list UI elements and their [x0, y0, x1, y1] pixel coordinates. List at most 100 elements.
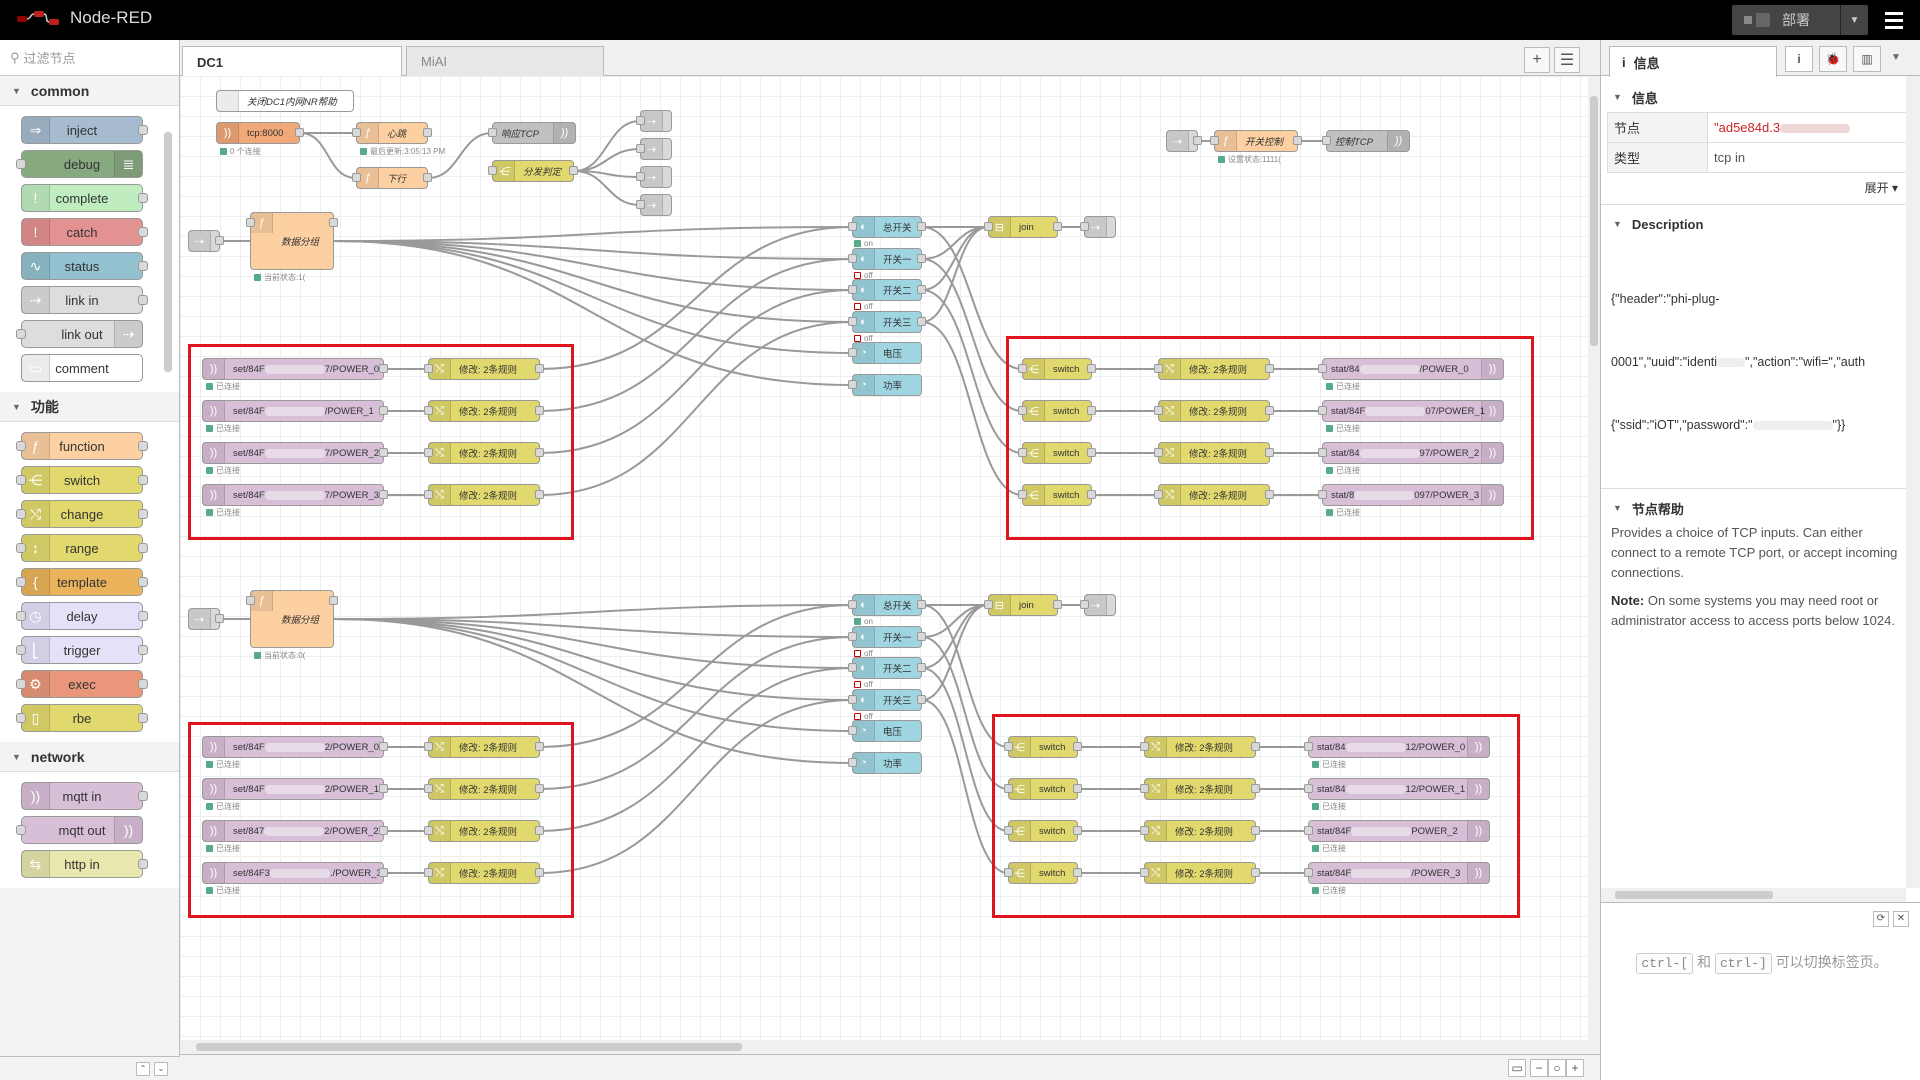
flow-wire[interactable]	[333, 618, 853, 764]
expand-link[interactable]: 展开 ▾	[1864, 181, 1898, 195]
description-section-header[interactable]: ▼Description	[1613, 216, 1704, 232]
mqtt-in-node[interactable]: ))set/84F3./POWER_3	[202, 862, 388, 884]
tab-dc1[interactable]: DC1	[182, 46, 402, 77]
change-node[interactable]: ⤭修改: 2条规则	[1140, 736, 1260, 758]
output-port[interactable]	[215, 236, 224, 245]
list-flows-button[interactable]: ☰	[1554, 47, 1580, 73]
change-node[interactable]: ⤭修改: 2条规则	[424, 820, 544, 842]
input-port[interactable]	[1080, 600, 1089, 609]
palette-node-exec[interactable]: ⚙exec	[16, 670, 148, 698]
input-port[interactable]	[352, 128, 361, 137]
output-port[interactable]	[379, 868, 388, 877]
change-node[interactable]: ⤭修改: 2条规则	[1154, 442, 1274, 464]
input-port[interactable]	[352, 173, 361, 182]
input-port[interactable]	[848, 348, 857, 357]
palette-node-template[interactable]: {template	[16, 568, 148, 596]
link-in-node[interactable]: ⇢	[1166, 130, 1202, 152]
switch-node[interactable]: ⋲switch	[1004, 736, 1082, 758]
switch-node[interactable]: ⋲switch	[1018, 358, 1096, 380]
main-menu-button[interactable]	[1874, 7, 1914, 33]
input-port[interactable]	[424, 364, 433, 373]
output-port[interactable]	[423, 173, 432, 182]
mqtt-out-node[interactable]: ))stat/84F/POWER_3	[1304, 862, 1490, 884]
mqtt-in-node[interactable]: ))set/84F/POWER_1	[202, 400, 388, 422]
output-port[interactable]	[1251, 826, 1260, 835]
output-port[interactable]	[379, 406, 388, 415]
palette-node-mqtt-out[interactable]: ))mqtt out	[16, 816, 143, 844]
close-icon[interactable]: ✕	[1893, 911, 1909, 927]
link-out-node[interactable]: ⇢	[636, 194, 672, 216]
ui-sw_total-node[interactable]: ◐总开关	[848, 216, 926, 238]
palette-node-range[interactable]: ↕range	[16, 534, 148, 562]
zoom-out-button[interactable]: −	[1530, 1059, 1548, 1077]
input-port[interactable]	[848, 695, 857, 704]
output-port[interactable]	[1087, 364, 1096, 373]
input-port[interactable]	[848, 632, 857, 641]
flow-wire[interactable]	[921, 289, 1023, 454]
input-port[interactable]	[848, 758, 857, 767]
change-node[interactable]: ⤭修改: 2条规则	[1154, 484, 1274, 506]
output-port[interactable]	[329, 596, 338, 605]
palette-scrollbar[interactable]	[164, 132, 172, 372]
canvas-horizontal-scrollbar[interactable]	[180, 1040, 1588, 1054]
flow-wire[interactable]	[573, 148, 641, 172]
output-port[interactable]	[917, 663, 926, 672]
collapse-all-icon[interactable]: ⌃	[136, 1062, 150, 1076]
flow-wire[interactable]	[333, 618, 853, 701]
ui-voltage-node[interactable]: ◔电压	[848, 720, 922, 742]
output-port[interactable]	[917, 222, 926, 231]
zoom-reset-button[interactable]: ○	[1548, 1059, 1566, 1077]
palette-node-delay[interactable]: ◷delay	[16, 602, 148, 630]
ui-voltage-node[interactable]: ◔电压	[848, 342, 922, 364]
control-tcp-node[interactable]: ))控制TCP	[1322, 130, 1410, 152]
input-port[interactable]	[848, 726, 857, 735]
flow-wire[interactable]	[539, 699, 853, 874]
sidebar-menu-icon[interactable]: ▼	[1891, 52, 1901, 63]
flow-wire[interactable]	[539, 321, 853, 496]
switch-node[interactable]: ⋲switch	[1018, 484, 1096, 506]
output-port[interactable]	[379, 364, 388, 373]
output-port[interactable]	[1265, 406, 1274, 415]
input-port[interactable]	[984, 222, 993, 231]
output-port[interactable]	[329, 218, 338, 227]
output-port[interactable]	[379, 490, 388, 499]
input-port[interactable]	[1154, 364, 1163, 373]
input-port[interactable]	[1318, 364, 1327, 373]
change-node[interactable]: ⤭修改: 2条规则	[424, 358, 544, 380]
output-port[interactable]	[379, 448, 388, 457]
input-port[interactable]	[636, 144, 645, 153]
navigator-icon[interactable]: ▭	[1508, 1059, 1526, 1077]
output-port[interactable]	[1251, 784, 1260, 793]
output-port[interactable]	[1087, 448, 1096, 457]
output-port[interactable]	[1053, 222, 1062, 231]
flow-wire[interactable]	[333, 226, 853, 242]
mqtt-out-node[interactable]: ))stat/84/POWER_0	[1318, 358, 1504, 380]
output-port[interactable]	[535, 784, 544, 793]
output-port[interactable]	[917, 695, 926, 704]
sidebar-vertical-scrollbar[interactable]	[1906, 76, 1920, 888]
flow-wire[interactable]	[333, 240, 853, 386]
palette-node-debug[interactable]: ≣debug	[16, 150, 143, 178]
flow-wire[interactable]	[573, 170, 641, 206]
ui-power-node[interactable]: ◔功率	[848, 374, 922, 396]
flow-wire[interactable]	[333, 240, 853, 260]
ui-sw1-node[interactable]: ◐开关一	[848, 248, 926, 270]
flow-wire[interactable]	[333, 618, 853, 638]
output-port[interactable]	[379, 784, 388, 793]
zoom-in-button[interactable]: +	[1566, 1059, 1584, 1077]
tab-miai[interactable]: MiAI	[406, 46, 604, 76]
flow-wire[interactable]	[921, 226, 1023, 370]
link-out-node[interactable]: ⇢	[1080, 594, 1116, 616]
palette-node-mqtt-in[interactable]: ))mqtt in	[21, 782, 148, 810]
flow-wire[interactable]	[921, 226, 989, 323]
flow-wire[interactable]	[539, 667, 853, 832]
input-port[interactable]	[984, 600, 993, 609]
input-port[interactable]	[848, 254, 857, 263]
link-out-node[interactable]: ⇢	[636, 110, 672, 132]
